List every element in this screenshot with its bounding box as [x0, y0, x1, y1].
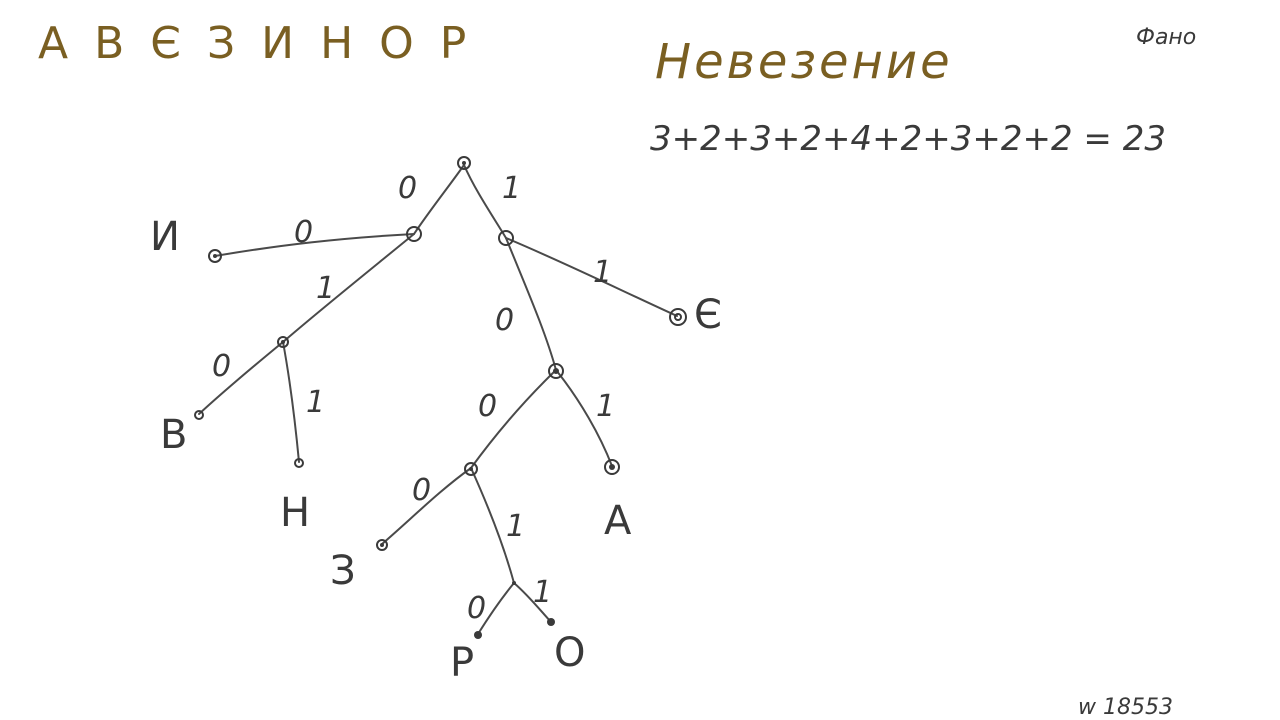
code-length-equation: 3+2+3+2+4+2+3+2+2 = 23: [650, 119, 1166, 159]
edge-n01-N: [282, 341, 300, 463]
node-1: [498, 230, 514, 246]
edge-n100-n1001: [470, 467, 515, 584]
edge-label: 0: [467, 591, 486, 626]
word-heading: Невезение: [655, 34, 953, 90]
node-01: [277, 336, 289, 348]
node-10: [548, 363, 564, 379]
leaf-node-I: [208, 249, 222, 263]
leaf-node-N: [294, 458, 304, 468]
leaf-node-R: [474, 631, 482, 639]
leaf-letter: А: [604, 498, 632, 544]
edge-root-n1: [463, 164, 507, 239]
edge-n0-n01: [282, 233, 415, 343]
leaf-node-Z: [376, 539, 388, 551]
corner-label: Фано: [1136, 25, 1196, 50]
edge-n1-n10: [505, 237, 557, 371]
alphabet-heading: А В Є З И Н О Р: [38, 18, 472, 69]
edge-label: 1: [596, 389, 615, 424]
leaf-letter: Р: [450, 640, 474, 686]
node-root: [457, 156, 471, 170]
edge-n01-V: [198, 341, 284, 415]
edge-label: 1: [506, 509, 525, 544]
leaf-letter: Є: [694, 292, 722, 338]
leaf-letter: Н: [280, 490, 310, 536]
node-0: [406, 226, 422, 242]
edge-n10-A: [555, 369, 613, 467]
edge-label: 1: [533, 575, 552, 610]
edge-n1001-R: [477, 582, 515, 635]
leaf-letter: И: [150, 214, 180, 260]
node-100: [464, 462, 478, 476]
leaf-letter: В: [160, 412, 187, 458]
edge-label: 0: [212, 349, 231, 384]
edge-label: 0: [398, 171, 417, 206]
edge-n100-Z: [381, 467, 472, 545]
leaf-node-O: [547, 618, 555, 626]
footer-id: w 18553: [1078, 695, 1173, 720]
edge-label: 1: [316, 271, 335, 306]
leaf-node-A: [604, 459, 620, 475]
edge-n1-E: [505, 237, 678, 317]
leaf-letter: О: [554, 630, 585, 676]
edge-label: 1: [502, 171, 521, 206]
edge-label: 1: [593, 255, 612, 290]
leaf-node-E: [669, 308, 687, 326]
edge-label: 0: [495, 303, 514, 338]
node-1001: [512, 581, 516, 585]
edge-label: 0: [478, 389, 497, 424]
edge-label: 0: [294, 215, 313, 250]
edge-n0-I: [214, 233, 415, 257]
leaf-letter: З: [330, 548, 356, 594]
edge-n10-n100: [470, 369, 557, 469]
edge-label: 0: [412, 473, 431, 508]
edge-n1001-O: [513, 582, 552, 623]
leaf-node-V: [194, 410, 204, 420]
edge-root-n0: [413, 164, 465, 235]
edge-label: 1: [306, 385, 325, 420]
